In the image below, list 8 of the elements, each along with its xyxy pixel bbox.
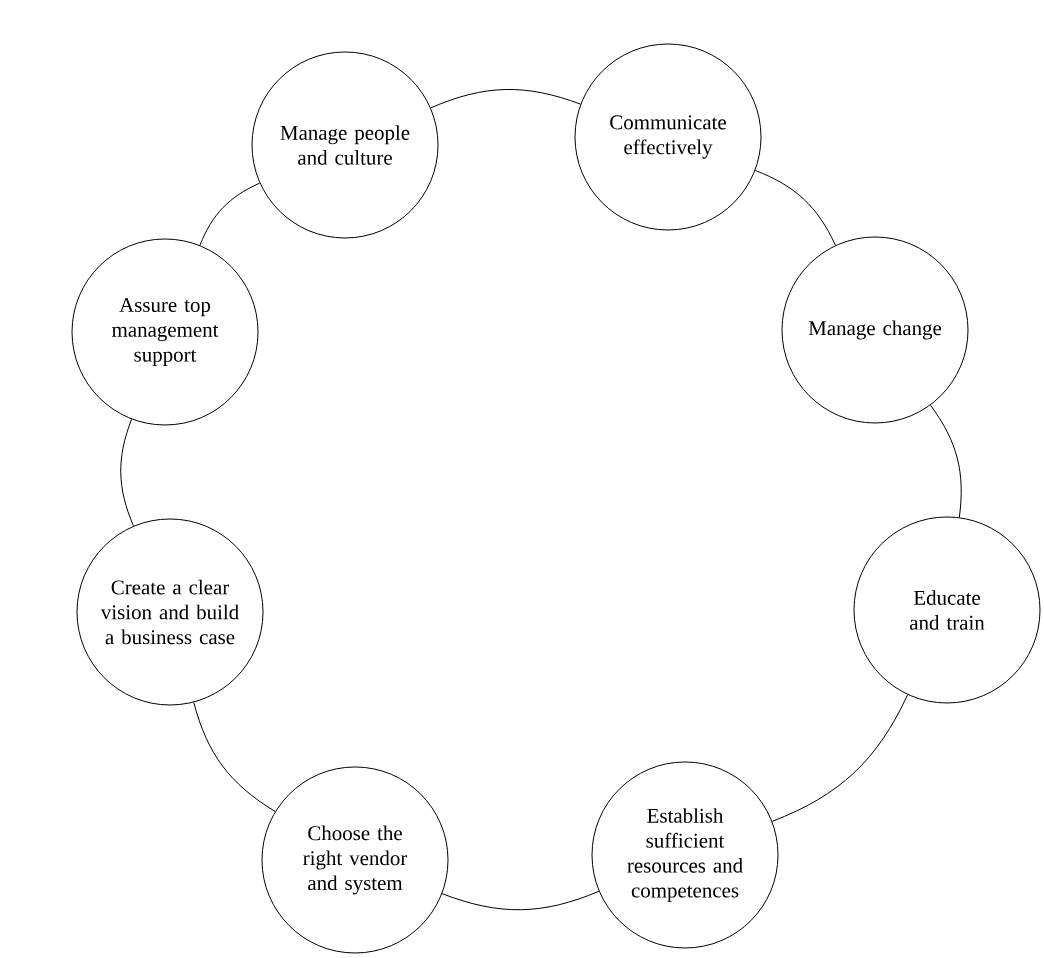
ring-arc [754,170,836,246]
ring-arc [430,89,581,109]
ring-arc [120,418,134,527]
ring-arc [441,890,600,911]
ring-arc [771,694,909,822]
ring-arc [199,182,261,246]
ring-arc [193,701,276,812]
ring-arc [930,404,962,518]
